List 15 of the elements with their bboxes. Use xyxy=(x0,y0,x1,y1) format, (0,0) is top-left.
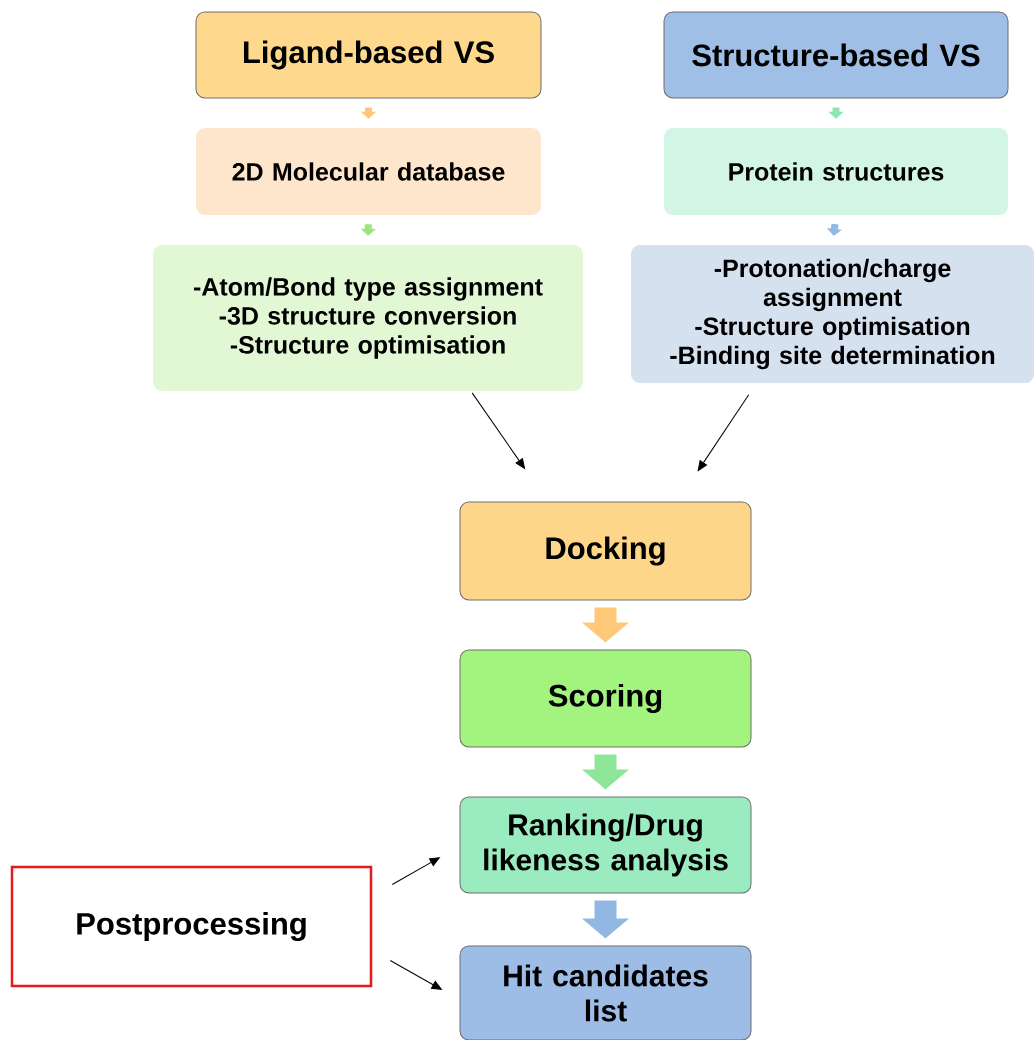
step-box: 2D Molecular database xyxy=(196,128,541,215)
process-box: Docking xyxy=(459,501,752,601)
process-box: Scoring xyxy=(459,649,752,748)
stage-box: Structure-based VS xyxy=(663,11,1009,99)
arrow xyxy=(471,392,526,469)
process-box: Postprocessing xyxy=(10,865,373,988)
arrow xyxy=(389,960,442,990)
step-box: -Protonation/charge assignment -Structure optimisation -Binding site determination xyxy=(631,245,1034,383)
step-box: Protein structures xyxy=(664,128,1008,215)
process-box: Ranking/Drug likeness analysis xyxy=(459,796,752,894)
process-box: Hit candidates list xyxy=(459,945,752,1040)
step-box: -Atom/Bond type assignment -3D structure conversion -Structure optimisation xyxy=(153,245,583,391)
stage-box: Ligand-based VS xyxy=(195,11,542,99)
arrow xyxy=(391,857,440,885)
arrow xyxy=(697,394,750,471)
